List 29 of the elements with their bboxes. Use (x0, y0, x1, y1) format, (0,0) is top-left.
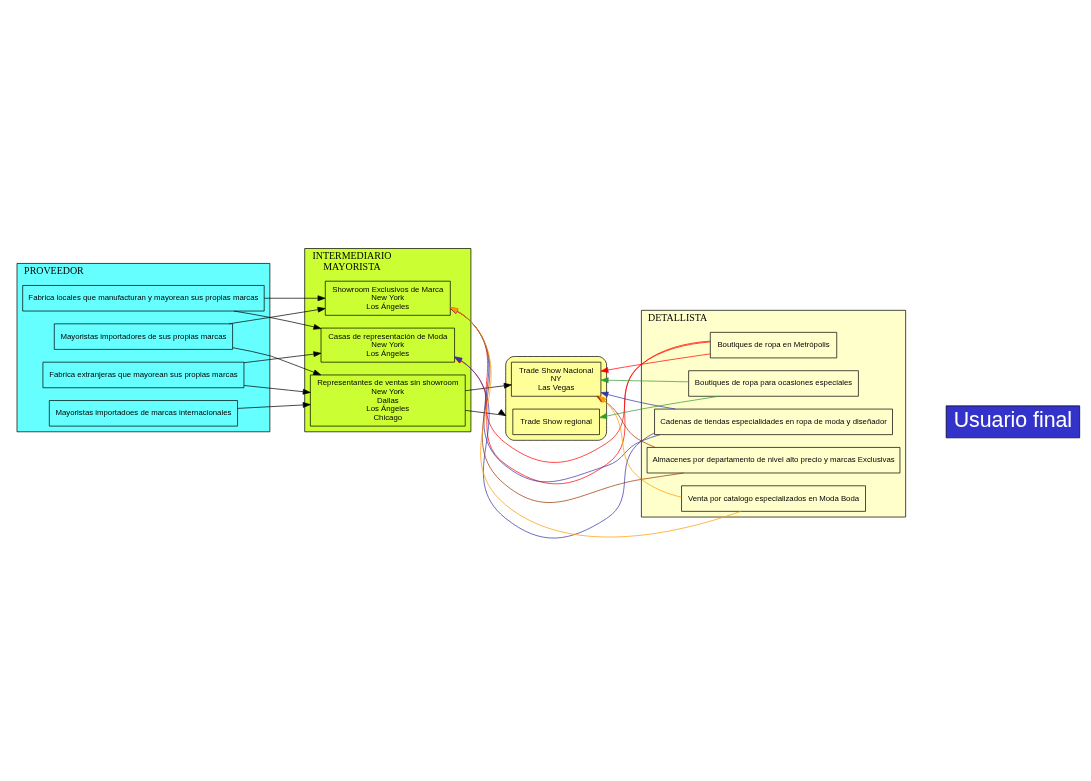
arrow (600, 391, 676, 410)
arrow (243, 351, 322, 364)
node-box: Trade Show regional (512, 408, 600, 435)
node-box: Fabrica locales que manufacturan y mayorean sus propias marcas (22, 285, 265, 312)
node-box: Mayoristas importadoes de marcas internacionales (48, 400, 238, 427)
node-box: Almacenes por departamento de nivel alto precio y marcas Exclusivas (646, 447, 901, 474)
node-box: Boutiques de ropa en Metrópolis (709, 332, 838, 359)
node-box: Showroom Exclusivos de Marca New York Los Ángeles (324, 280, 451, 316)
arrow (237, 402, 311, 409)
arrow (450, 307, 711, 463)
arrow (228, 306, 326, 325)
node-box: Boutiques de ropa para ocasiones especiales (688, 370, 859, 397)
node-box: Casas de representación de Moda New York Los Ángeles (320, 327, 455, 363)
node-box: Usuario final (945, 405, 1081, 439)
arrow (233, 310, 322, 330)
arrow (465, 382, 512, 392)
node-box: Mayoristas importadores de sus propias marcas (53, 323, 233, 350)
node-box: Venta por catalogo especializados en Moda Boda (681, 485, 866, 512)
arrow (465, 409, 507, 417)
arrow (232, 347, 322, 376)
node-box: Trade Show Nacional NY Las Vegas (511, 361, 602, 397)
arrow (243, 385, 311, 395)
node-box: Cadenas de tiendas especialidades en ropa de moda y diseñador (654, 408, 893, 435)
node-box: Fabrica extranjeras que mayorean sus propias marcas (42, 361, 245, 389)
arrow (450, 307, 661, 483)
arrow (600, 353, 711, 373)
arrow (600, 377, 689, 384)
node-box: Representantes de ventas sin showroom New York Dallas Los Ángeles Chicago (310, 374, 466, 427)
arrow (264, 295, 326, 302)
